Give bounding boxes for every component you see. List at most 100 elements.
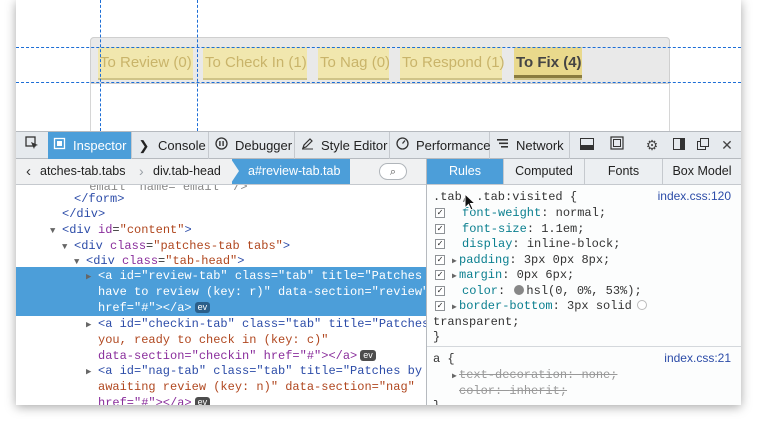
property-value[interactable]: inline-block; bbox=[526, 237, 621, 251]
declaration-row: ✓display: inline-block; bbox=[427, 236, 741, 252]
expand-triangle-icon[interactable]: ▶ bbox=[86, 320, 92, 330]
sidebar-tabs: Rules Computed Fonts Box Model bbox=[427, 159, 741, 185]
property-name[interactable]: margin bbox=[459, 268, 503, 282]
expand-triangle-icon[interactable]: ▼ bbox=[62, 242, 68, 252]
close-icon[interactable]: ✕ bbox=[721, 137, 733, 153]
page-tab-to-review[interactable]: To Review (0) bbox=[98, 47, 193, 80]
rule-source-link[interactable]: index.css:21 bbox=[664, 351, 731, 365]
property-value[interactable]: 1.1em; bbox=[541, 222, 585, 236]
expand-triangle-icon[interactable]: ▶ bbox=[86, 272, 92, 282]
breadcrumb-item[interactable]: atches-tab.tabs bbox=[40, 164, 126, 178]
undock-window-icon[interactable] bbox=[691, 132, 715, 159]
page-tab-to-respond[interactable]: To Respond (1) bbox=[400, 47, 505, 80]
network-icon bbox=[494, 132, 510, 159]
property-name[interactable]: border-bottom bbox=[459, 299, 553, 313]
color-swatch[interactable] bbox=[514, 285, 525, 295]
tab-computed[interactable]: Computed bbox=[504, 159, 585, 184]
markup-text: you, ready to check in (key: c)" bbox=[98, 333, 329, 347]
inspector-icon bbox=[51, 132, 67, 159]
tab-inspector[interactable]: Inspector bbox=[48, 132, 132, 159]
page-tab-to-check-in[interactable]: To Check In (1) bbox=[203, 47, 307, 80]
tab-console-label: Console bbox=[158, 138, 206, 153]
search-icon[interactable]: ⌕ bbox=[379, 163, 407, 180]
expand-triangle-icon[interactable]: ▶ bbox=[452, 303, 457, 312]
panel-splitter[interactable] bbox=[426, 159, 427, 405]
element-picker-icon[interactable] bbox=[20, 132, 44, 159]
split-console-icon[interactable] bbox=[575, 132, 599, 159]
highlighter-guide bbox=[16, 47, 741, 48]
property-value[interactable]: 3px solid bbox=[567, 299, 632, 313]
declaration-checkbox[interactable]: ✓ bbox=[435, 224, 445, 234]
mouse-cursor-icon bbox=[464, 193, 476, 211]
property-name[interactable]: font-weight bbox=[462, 206, 542, 220]
property-value[interactable]: normal; bbox=[555, 206, 607, 220]
tab-rules[interactable]: Rules bbox=[427, 159, 504, 184]
markup-node[interactable]: ▼<div id="content"> bbox=[50, 223, 192, 237]
expand-triangle-icon[interactable]: ▶ bbox=[452, 372, 457, 381]
tab-network[interactable]: Network bbox=[491, 132, 570, 159]
tab-box-model[interactable]: Box Model bbox=[672, 164, 732, 178]
property-name[interactable]: display bbox=[462, 237, 513, 251]
expand-triangle-icon[interactable]: ▶ bbox=[452, 257, 457, 266]
declaration-checkbox[interactable]: ✓ bbox=[435, 286, 445, 296]
declaration-checkbox[interactable]: ✓ bbox=[435, 239, 445, 249]
markup-line: href="#"></a>ev bbox=[16, 395, 426, 405]
breadcrumb-item[interactable]: div.tab-head bbox=[153, 164, 221, 178]
expand-triangle-icon[interactable]: ▶ bbox=[86, 367, 92, 377]
tab-console[interactable]: ❯ Console bbox=[133, 132, 209, 159]
breadcrumb-item-selected[interactable]: a#review-tab.tab bbox=[230, 159, 351, 184]
performance-gauge-icon bbox=[394, 132, 410, 159]
tab-fonts[interactable]: Fonts bbox=[585, 159, 663, 184]
markup-text: <a id="nag-tab" class="tab" title="Patch… bbox=[98, 364, 426, 378]
property-name[interactable]: color bbox=[462, 284, 499, 298]
markup-text: data-section="checkin" href="#"></a> bbox=[98, 349, 358, 363]
markup-line: ▶<a id="review-tab" class="tab" title="P… bbox=[16, 268, 426, 284]
expand-triangle-icon[interactable]: ▼ bbox=[50, 226, 56, 236]
markup-node[interactable]: ▶ <a id="nag-tab" class="tab" title="Patc… bbox=[16, 363, 426, 379]
highlighter-guide bbox=[100, 0, 101, 131]
event-badge[interactable]: ev bbox=[360, 350, 376, 361]
markup-node[interactable]: ▶<a id="checkin-tab" class="tab" title="… bbox=[16, 316, 426, 332]
property-name[interactable]: padding bbox=[459, 253, 510, 267]
markup-node[interactable]: ▼<div class="patches-tab tabs"> bbox=[62, 239, 291, 253]
chevron-left-icon[interactable]: ‹ bbox=[26, 163, 31, 180]
tab-debugger[interactable]: Debugger bbox=[210, 132, 295, 159]
rule-source-link[interactable]: index.css:120 bbox=[657, 189, 731, 203]
dock-side-icon[interactable] bbox=[667, 132, 691, 159]
transparent-swatch[interactable] bbox=[636, 300, 647, 310]
declaration-checkbox[interactable]: ✓ bbox=[435, 270, 445, 280]
gear-icon[interactable]: ⚙ bbox=[645, 137, 659, 153]
declaration-checkbox[interactable]: ✓ bbox=[435, 301, 445, 311]
expand-triangle-icon[interactable]: ▼ bbox=[74, 257, 80, 267]
page-tab-to-nag[interactable]: To Nag (0) bbox=[318, 47, 390, 80]
overridden-declaration[interactable]: text-decoration: none; bbox=[459, 368, 618, 382]
tab-performance[interactable]: Performance bbox=[391, 132, 490, 159]
console-icon: ❯ bbox=[138, 138, 150, 153]
expand-triangle-icon[interactable]: ▶ bbox=[452, 272, 457, 281]
overridden-declaration[interactable]: color: inherit; bbox=[459, 384, 568, 398]
browser-window: To Review (0) To Check In (1) To Nag (0)… bbox=[16, 0, 741, 405]
selected-markup-node[interactable]: ▶<a id="review-tab" class="tab" title="P… bbox=[16, 267, 426, 316]
property-value[interactable]: 3px 0px 8px; bbox=[523, 253, 611, 267]
tab-style-editor-label: Style Editor bbox=[321, 138, 388, 153]
markup-line[interactable]: </form> bbox=[16, 191, 426, 207]
markup-node[interactable]: ▼<div class="tab-head"> bbox=[74, 254, 245, 268]
rules-view: .tab, .tab:visited { index.css:120 ✓font… bbox=[427, 185, 741, 405]
declaration-checkbox[interactable]: ✓ bbox=[435, 208, 445, 218]
declaration-row: ✓font-size: 1.1em; bbox=[427, 221, 741, 237]
page-tab-to-fix[interactable]: To Fix (4) bbox=[514, 47, 582, 80]
property-value[interactable]: hsl(0, 0%, 53%); bbox=[526, 284, 642, 298]
event-badge[interactable]: ev bbox=[194, 397, 211, 405]
responsive-design-icon[interactable] bbox=[605, 132, 629, 159]
markup-line: href="#"></a>ev bbox=[16, 300, 426, 316]
property-value[interactable]: 0px 6px; bbox=[516, 268, 575, 282]
markup-text: href="#"></a> bbox=[98, 396, 192, 405]
tab-style-editor[interactable]: Style Editor bbox=[296, 132, 390, 159]
markup-line[interactable]: </div> bbox=[16, 206, 426, 222]
rule-selector[interactable]: a { bbox=[427, 351, 741, 367]
declaration-row: ✓font-weight: normal; bbox=[427, 205, 741, 221]
declaration-row: ✓▶margin: 0px 6px; bbox=[427, 267, 741, 283]
property-name[interactable]: font-size bbox=[462, 222, 527, 236]
declaration-checkbox[interactable]: ✓ bbox=[435, 255, 445, 265]
event-badge[interactable]: ev bbox=[194, 302, 211, 313]
